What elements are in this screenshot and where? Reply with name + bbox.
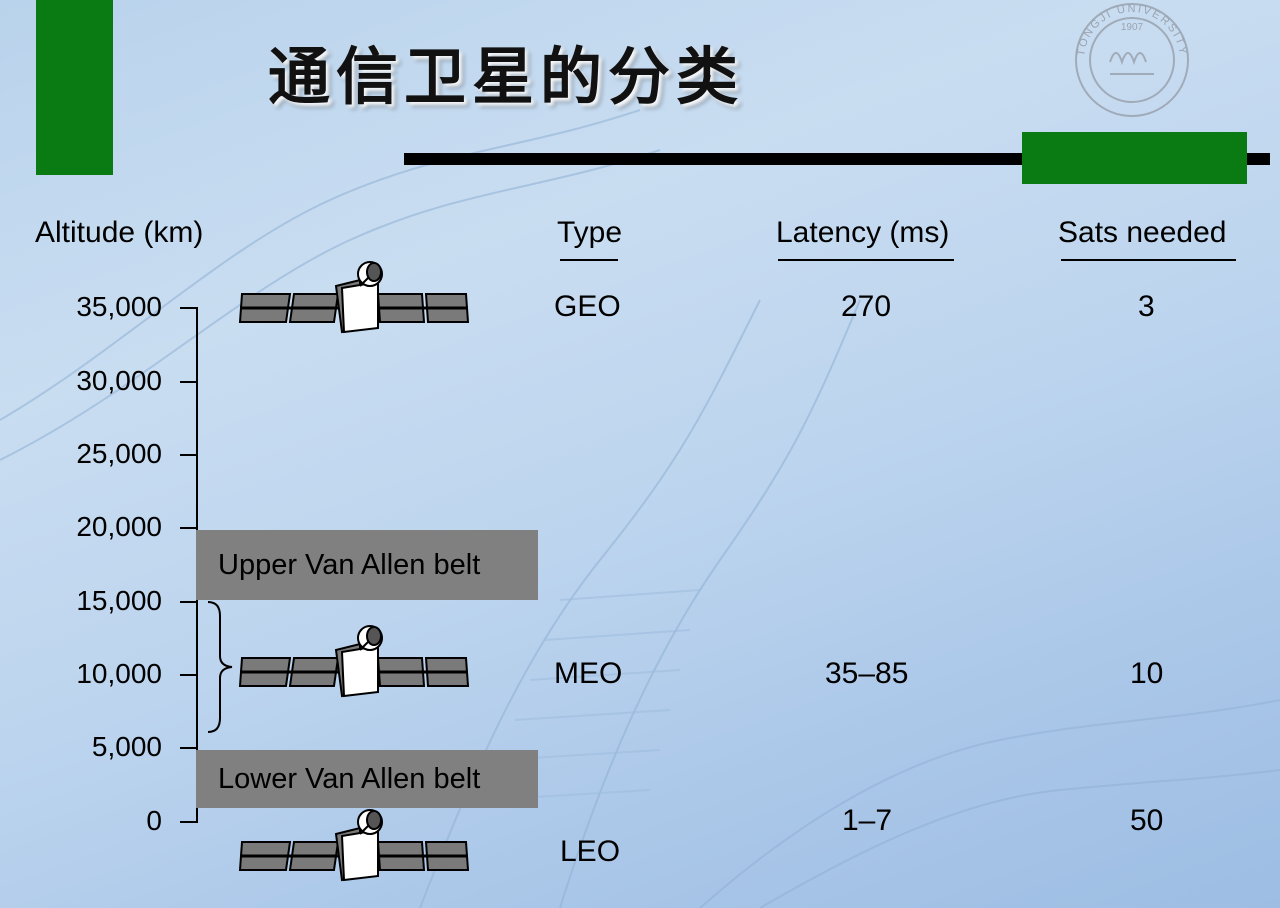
- row-leo-type: LEO: [560, 835, 621, 868]
- green-accent-bar-right: [1022, 132, 1247, 184]
- header-type-underline: [560, 259, 618, 261]
- tick-mark: [180, 454, 198, 456]
- tick-mark: [180, 307, 198, 309]
- university-seal-logo: TONGJI UNIVERSITY 1907: [1075, 3, 1189, 117]
- header-sats-needed: Sats needed: [1058, 216, 1227, 249]
- row-leo-sats: 50: [1130, 804, 1164, 837]
- geo-satellite-icon: [238, 261, 470, 334]
- leo-satellite-icon: [238, 809, 470, 882]
- tick-label: 10,000: [76, 658, 162, 689]
- tick-label: 25,000: [76, 438, 162, 469]
- meo-satellite-icon: [238, 625, 470, 698]
- tick-mark: [180, 381, 198, 383]
- tick-mark: [180, 747, 198, 749]
- row-leo-latency: 1–7: [842, 804, 893, 837]
- tick-label: 30,000: [76, 365, 162, 396]
- header-latency-underline: [778, 259, 954, 261]
- lower-belt-label: Lower Van Allen belt: [218, 762, 481, 795]
- tick-label: 35,000: [76, 291, 162, 322]
- tick-label: 5,000: [91, 731, 162, 762]
- header-sats-underline: [1061, 259, 1236, 261]
- upper-van-allen-belt: Upper Van Allen belt: [196, 530, 538, 600]
- tick-mark: [180, 527, 198, 529]
- header-latency: Latency (ms): [776, 216, 950, 249]
- tick-label: 20,000: [76, 511, 162, 542]
- row-geo-type: GEO: [554, 290, 621, 323]
- row-meo-sats: 10: [1130, 657, 1164, 690]
- seal-year: 1907: [1121, 22, 1144, 33]
- tick-label: 0: [146, 805, 162, 836]
- row-meo-type: MEO: [554, 657, 623, 690]
- header-altitude: Altitude (km): [35, 216, 204, 249]
- tick-mark: [180, 821, 198, 823]
- row-geo-latency: 270: [841, 290, 892, 323]
- upper-belt-label: Upper Van Allen belt: [218, 548, 481, 581]
- row-meo-latency: 35–85: [825, 657, 909, 690]
- lower-van-allen-belt: Lower Van Allen belt: [196, 750, 538, 808]
- tick-mark: [180, 674, 198, 676]
- tick-mark: [180, 601, 198, 603]
- page-title: 通信卫星的分类: [268, 40, 745, 113]
- row-geo-sats: 3: [1138, 290, 1155, 323]
- green-accent-bar-left: [36, 0, 113, 175]
- tick-label: 15,000: [76, 585, 162, 616]
- meo-range-brace: [207, 601, 233, 733]
- header-type: Type: [557, 216, 623, 249]
